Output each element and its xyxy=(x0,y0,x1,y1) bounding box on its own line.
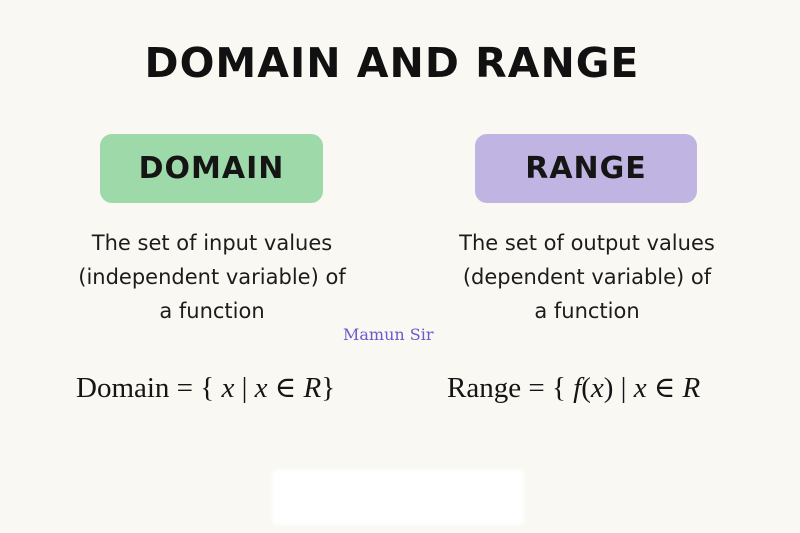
domain-formula: Domain = { x | x ∈ R} xyxy=(76,372,336,404)
domain-badge: DOMAIN xyxy=(100,134,323,203)
range-description-line: The set of output values xyxy=(459,231,715,255)
range-description-line: (dependent variable) of xyxy=(462,265,712,289)
domain-description-line: a function xyxy=(159,299,265,323)
domain-description-line: (independent variable) of xyxy=(78,265,346,289)
range-badge-label: RANGE xyxy=(525,151,647,186)
page-title: DOMAIN AND RANGE xyxy=(144,39,640,87)
range-description-line: a function xyxy=(534,299,640,323)
range-badge: RANGE xyxy=(475,134,697,203)
domain-description-line: The set of input values xyxy=(91,231,333,255)
blurred-patch xyxy=(272,470,524,525)
range-formula: Range = { f(x) | x ∈ R xyxy=(447,372,701,404)
domain-badge-label: DOMAIN xyxy=(138,151,285,186)
watermark-text: Mamun Sir xyxy=(343,325,434,344)
range-description: The set of output values (dependent vari… xyxy=(427,226,747,328)
domain-description: The set of input values (independent var… xyxy=(52,226,372,328)
